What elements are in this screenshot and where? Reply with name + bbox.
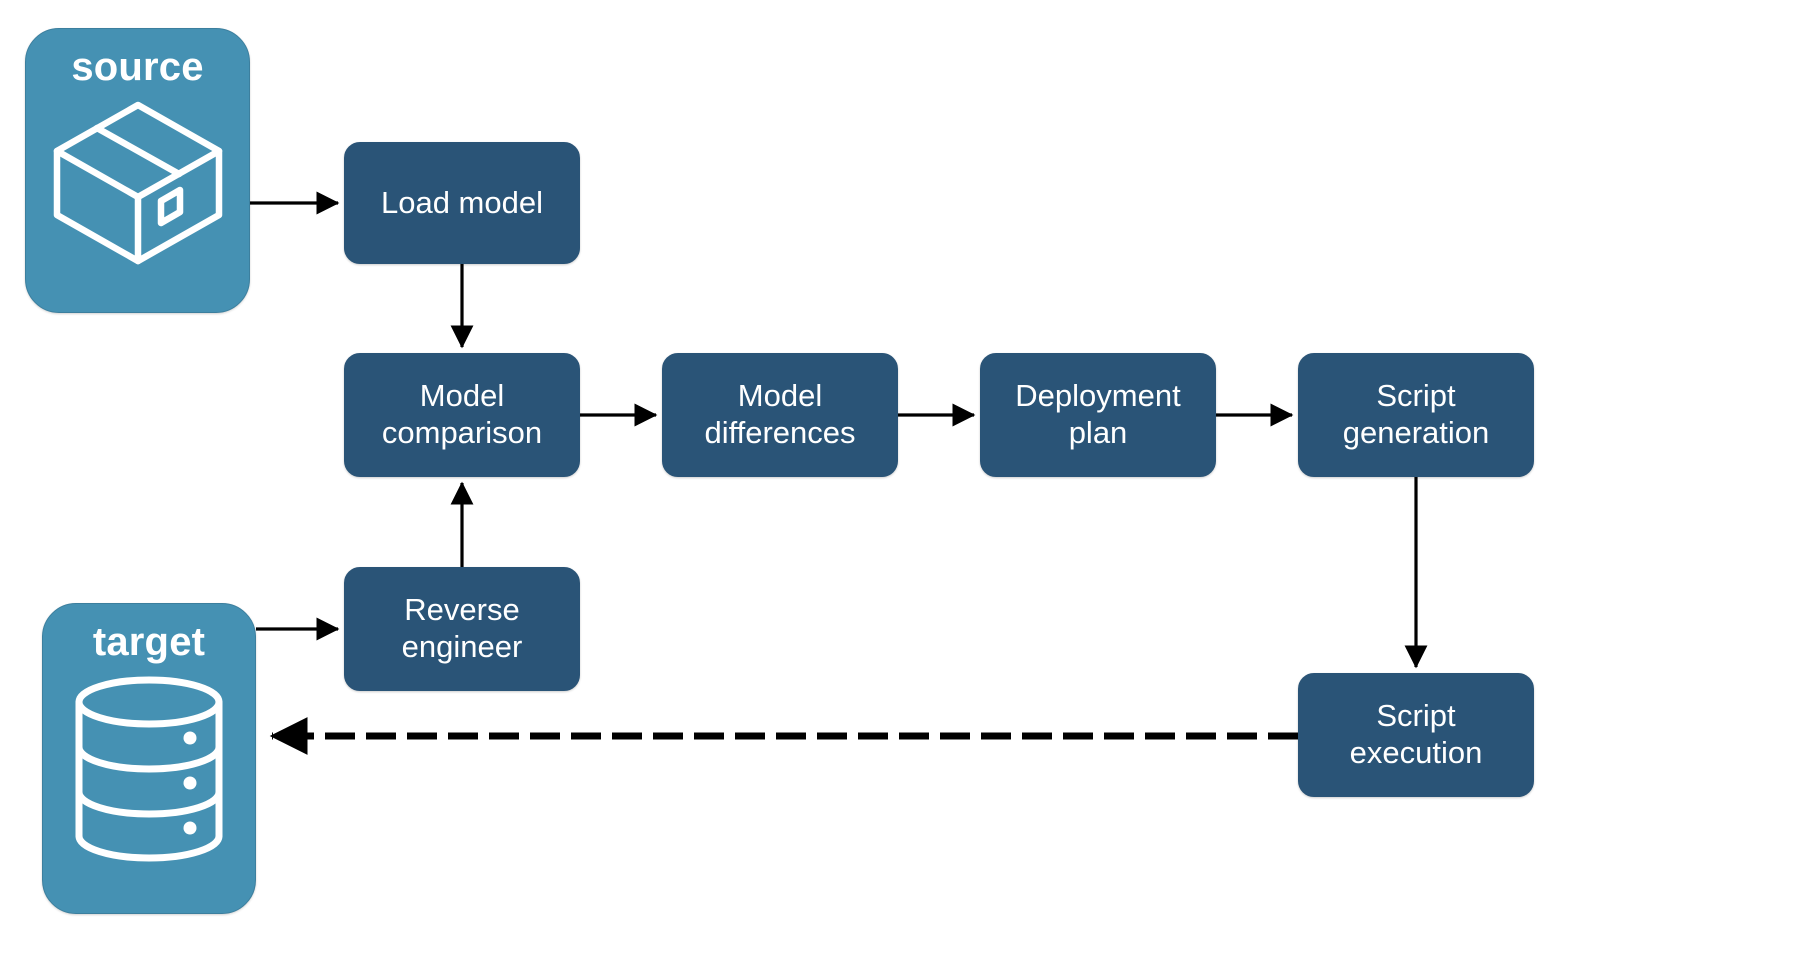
process-model-comparison-label: Model comparison	[381, 378, 543, 450]
process-model-differences[interactable]: Model differences	[662, 353, 898, 477]
process-script-execution[interactable]: Script execution	[1298, 673, 1534, 797]
source-endpoint[interactable]: source	[25, 28, 250, 313]
process-reverse-engineer[interactable]: Reverse engineer	[344, 567, 580, 691]
target-label: target	[92, 620, 206, 664]
process-load-model[interactable]: Load model	[344, 142, 580, 264]
process-deployment-plan[interactable]: Deployment plan	[980, 353, 1216, 477]
target-endpoint[interactable]: target	[42, 603, 256, 914]
process-deployment-plan-label: Deployment plan	[1015, 378, 1181, 450]
process-script-generation-label: Script generation	[1342, 378, 1490, 450]
process-model-differences-label: Model differences	[704, 378, 856, 450]
package-box-icon	[49, 97, 227, 274]
source-label: source	[71, 45, 204, 89]
process-load-model-label: Load model	[380, 184, 543, 220]
process-script-generation[interactable]: Script generation	[1298, 353, 1534, 477]
process-script-execution-label: Script execution	[1349, 698, 1483, 770]
process-model-comparison[interactable]: Model comparison	[344, 353, 580, 477]
process-reverse-engineer-label: Reverse engineer	[401, 592, 523, 664]
database-cylinder-icon	[73, 676, 225, 867]
